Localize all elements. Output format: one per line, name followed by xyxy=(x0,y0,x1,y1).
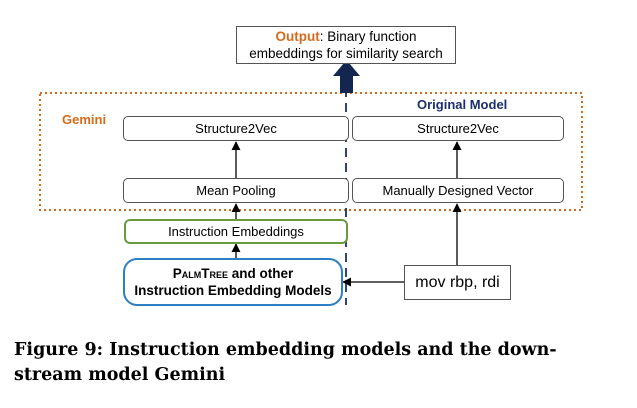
structure2vec-left-box: Structure2Vec xyxy=(123,116,349,141)
palmtree-name: PalmTree xyxy=(172,266,228,281)
input-instruction-box: mov rbp, rdi xyxy=(404,265,511,300)
original-model-label: Original Model xyxy=(417,97,508,112)
structure2vec-right-box: Structure2Vec xyxy=(352,116,564,141)
output-box: Output: Binary function embeddings for s… xyxy=(236,26,456,64)
output-line2: embeddings for similarity search xyxy=(249,46,443,61)
mean-pooling-box: Mean Pooling xyxy=(123,178,349,203)
output-arrow xyxy=(333,60,360,93)
output-line1: : Binary function xyxy=(319,29,417,44)
instruction-embeddings-box: Instruction Embeddings xyxy=(124,219,348,244)
output-prefix: Output xyxy=(275,29,320,44)
palmtree-line2: Instruction Embedding Models xyxy=(134,283,332,298)
caption-line2: stream model Gemini xyxy=(14,365,226,385)
palmtree-models-box: PalmTree and other Instruction Embedding… xyxy=(123,258,343,306)
figure-caption: Figure 9: Instruction embedding models a… xyxy=(14,338,624,388)
palmtree-line1-rest: and other xyxy=(227,266,294,281)
gemini-region xyxy=(39,92,583,211)
caption-line1: Figure 9: Instruction embedding models a… xyxy=(14,340,557,360)
gemini-label: Gemini xyxy=(62,112,107,127)
manually-designed-vector-box: Manually Designed Vector xyxy=(352,178,564,203)
